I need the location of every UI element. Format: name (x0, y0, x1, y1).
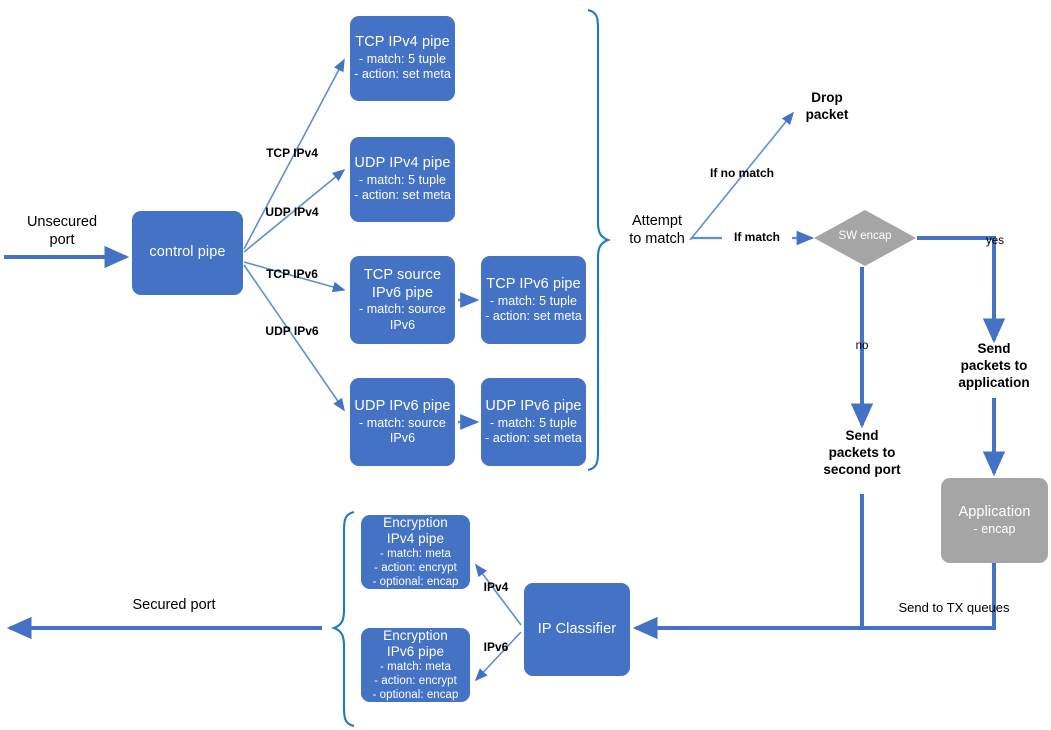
pipe-line-action: - action: set meta (354, 67, 451, 82)
node-tcp-ipv6-pipe[interactable]: TCP IPv6 pipe - match: 5 tuple - action:… (481, 256, 586, 344)
pipe-line-match: - match: source (359, 302, 446, 317)
ip-classifier-ipv6-label: IPv6 (483, 640, 509, 654)
application-title: Application (958, 504, 1031, 521)
pipe-line-match-cont: IPv6 (389, 317, 416, 332)
pipe-line-match-cont: IPv6 (389, 430, 416, 445)
pipe-title: UDP IPv6 pipe (485, 397, 582, 414)
encryption-line-optional: - optional: encap (372, 689, 459, 702)
secured-port-label: Secured port (132, 597, 216, 613)
pipe-line-match: - match: 5 tuple (359, 52, 446, 67)
arrow-tx-queues-from-application (632, 563, 996, 640)
pipe-line-match: - match: 5 tuple (359, 173, 446, 188)
branch-label-tcp-ipv6: TCP IPv6 (266, 267, 318, 281)
encryption-pipe-title: Encryption IPv6 pipe (383, 627, 448, 659)
branch-label-tcp-ipv4: TCP IPv4 (266, 146, 318, 160)
if-match-label: If match (722, 230, 792, 245)
encryption-line-optional: - optional: encap (372, 576, 459, 589)
node-udp-source-ipv6-pipe[interactable]: UDP IPv6 pipe - match: source IPv6 (350, 378, 455, 466)
pipe-title: TCP IPv4 pipe (355, 34, 450, 51)
send-to-tx-queues-label: Send to TX queues (898, 600, 1010, 615)
send-packets-to-application-label: Send packets to application (958, 341, 1030, 390)
brace-pipes-group (587, 8, 611, 472)
pipe-title: UDP IPv4 pipe (354, 155, 451, 172)
node-application[interactable]: Application - encap (941, 478, 1048, 563)
node-udp-ipv6-pipe[interactable]: UDP IPv6 pipe - match: 5 tuple - action:… (481, 378, 586, 466)
branch-label-udp-ipv4: UDP IPv4 (265, 205, 319, 219)
pipe-line-match: - match: 5 tuple (490, 293, 577, 308)
attempt-to-match-label: Attempt to match (629, 213, 685, 248)
sw-encap-yes-label: yes (986, 235, 1004, 247)
pipe-line-action: - action: set meta (354, 188, 451, 203)
arrow-ip-classifier-ipv4 (475, 563, 522, 626)
encryption-line-match: - match: meta (380, 548, 451, 561)
unsecured-port-label: Unsecured port (26, 214, 98, 249)
pipe-line-match: - match: 5 tuple (490, 415, 577, 430)
arrow-sw-encap-yes (917, 236, 1006, 344)
pipe-title: TCP IPv6 pipe (486, 275, 581, 292)
control-pipe-title: control pipe (149, 244, 226, 261)
node-control-pipe[interactable]: control pipe (132, 211, 243, 295)
ip-classifier-ipv4-label: IPv4 (483, 580, 509, 594)
pipe-title: TCP source IPv6 pipe (363, 267, 442, 301)
sw-encap-no-label: no (855, 340, 869, 352)
encryption-pipe-title: Encryption IPv4 pipe (383, 514, 448, 546)
encryption-line-match: - match: meta (380, 661, 451, 674)
ip-classifier-title: IP Classifier (537, 620, 617, 637)
if-no-match-label: If no match (709, 166, 774, 180)
pipe-line-action: - action: set meta (485, 430, 582, 445)
application-sub: - encap (973, 521, 1016, 536)
pipe-title: UDP IPv6 pipe (354, 397, 451, 414)
pipe-line-match: - match: source (359, 415, 446, 430)
node-tcp-source-ipv6-pipe[interactable]: TCP source IPv6 pipe - match: source IPv… (350, 256, 455, 344)
node-encryption-ipv4-pipe[interactable]: Encryption IPv4 pipe - match: meta - act… (361, 515, 470, 589)
branch-label-udp-ipv6: UDP IPv6 (265, 324, 319, 338)
encryption-line-action: - action: encrypt (374, 675, 457, 688)
node-tcp-ipv4-pipe[interactable]: TCP IPv4 pipe - match: 5 tuple - action:… (350, 16, 455, 101)
drop-packet-label: Drop packet (805, 90, 849, 122)
send-packets-to-second-port-label: Send packets to second port (823, 428, 901, 477)
pipe-line-action: - action: set meta (485, 308, 582, 323)
node-encryption-ipv6-pipe[interactable]: Encryption IPv6 pipe - match: meta - act… (361, 628, 470, 702)
sw-encap-label[interactable]: SW encap (838, 230, 892, 242)
node-udp-ipv4-pipe[interactable]: UDP IPv4 pipe - match: 5 tuple - action:… (350, 137, 455, 222)
node-ip-classifier[interactable]: IP Classifier (524, 583, 630, 676)
brace-encryption-group (331, 510, 355, 728)
encryption-line-action: - action: encrypt (374, 562, 457, 575)
